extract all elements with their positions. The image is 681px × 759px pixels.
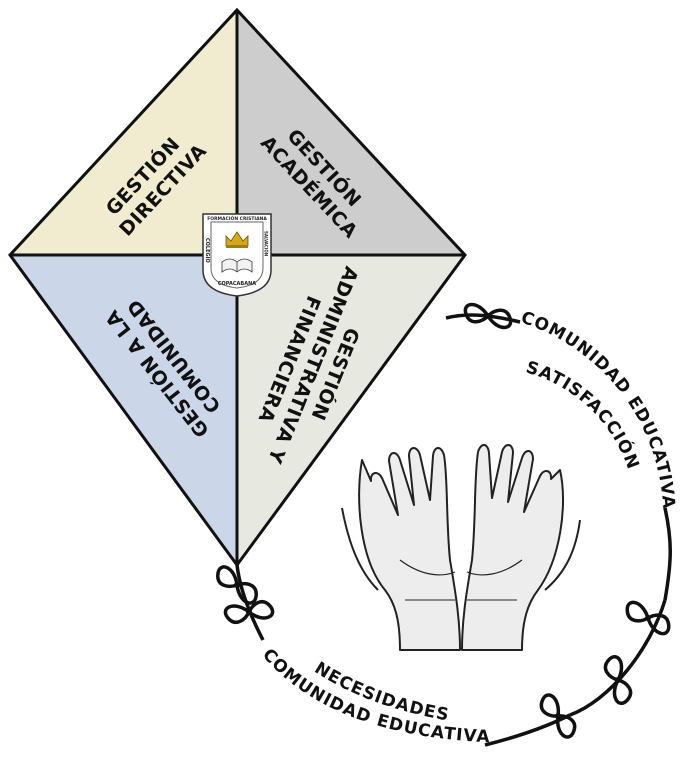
ribbon-bow-icon — [222, 591, 276, 633]
ribbon-bow-icon — [621, 599, 675, 637]
crest-top-text: FORMACIÓN CRISTIANA — [207, 215, 267, 222]
crest-bottom-text: COPACABANA — [218, 281, 256, 287]
cupped-hands-icon — [341, 444, 581, 651]
colegio-crest-icon: FORMACIÓN CRISTIANA COLEGIO SALVACIÓN CO… — [202, 213, 272, 297]
crest-right-text: SALVACIÓN — [264, 231, 269, 256]
ribbon-bow-icon — [531, 690, 585, 742]
crest-left-text: COLEGIO — [204, 238, 210, 263]
